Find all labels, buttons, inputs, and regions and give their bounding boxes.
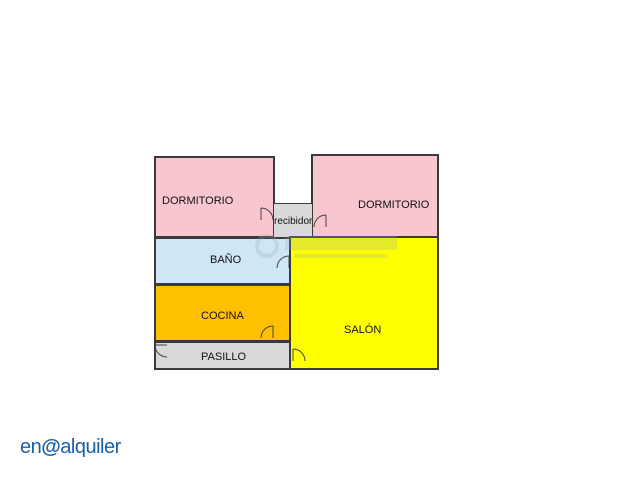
room-label-recibidor: recibidor — [274, 216, 313, 227]
door-salon — [292, 348, 306, 362]
room-label-salon: SALÓN — [344, 324, 382, 336]
logo-at-icon: @ — [41, 436, 61, 458]
room-label-pasillo: PASILLO — [201, 351, 247, 363]
door-dormitorio-1 — [260, 207, 274, 221]
room-pasillo: PASILLO — [154, 341, 291, 370]
room-dormitorio-1: DORMITORIO — [154, 156, 275, 238]
watermark-logo — [255, 228, 405, 268]
room-dormitorio-2: DORMITORIO — [311, 154, 439, 238]
logo-text-en: en — [20, 436, 42, 458]
door-cocina — [260, 325, 274, 339]
logo-text-alquiler: alquiler — [60, 436, 121, 458]
room-label-cocina: COCINA — [201, 310, 244, 322]
room-recibidor: recibidor — [273, 203, 313, 239]
door-entrance — [154, 344, 168, 358]
room-label-dormitorio-2: DORMITORIO — [358, 199, 430, 211]
room-salon: SALÓN — [289, 236, 439, 370]
enalquiler-logo[interactable]: en@alquiler — [20, 436, 121, 459]
door-dormitorio-2 — [313, 214, 327, 228]
room-label-bano: BAÑO — [210, 254, 242, 266]
room-label-dormitorio-1: DORMITORIO — [162, 195, 234, 207]
door-bano — [276, 255, 290, 269]
